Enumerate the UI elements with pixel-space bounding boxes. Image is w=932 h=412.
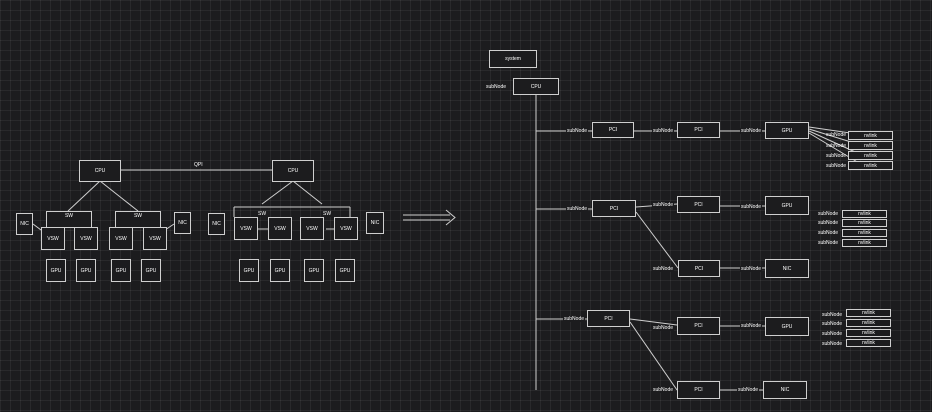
vsw-node: VSW [143,227,167,250]
cpu-node-left: CPU [79,160,121,182]
pci-node: PCI [678,260,720,277]
subnode-label: subNode [826,143,847,149]
nic-node: NIC [366,212,384,234]
nvlink-node: nvlink [846,319,891,327]
sw-node: SW [46,211,92,228]
nvlink-node: nvlink [846,329,891,337]
nvlink-node: nvlink [842,239,887,247]
vsw-node: VSW [41,227,65,250]
nvlink-node: nvlink [848,131,893,140]
cpu-node-right: CPU [272,160,314,182]
nic-node: NIC [763,381,807,399]
nic-node: NIC [16,213,33,235]
pci-node: PCI [677,122,720,138]
nic-node: NIC [174,212,191,234]
sw-node: SW [115,211,161,228]
gpu-node: GPU [111,259,131,282]
qpi-link-label: QPI [193,162,204,168]
nvlink-node: nvlink [842,229,887,237]
subnode-label: subNode [486,84,507,90]
pci-node: PCI [677,196,720,213]
subnode-label: subNode [818,240,839,246]
subnode-label: subNode [566,128,589,134]
subnode-label: subNode [826,163,847,169]
pci-node: PCI [592,200,636,217]
gpu-node: GPU [76,259,96,282]
nic-node: NIC [765,259,809,278]
subnode-label: subNode [740,128,763,134]
vsw-node: VSW [334,217,358,240]
subnode-label: subNode [818,211,839,217]
sw-node: SW [322,211,333,217]
subnode-label: subNode [740,204,763,210]
nvlink-node: nvlink [842,219,887,227]
nic-node: NIC [208,213,225,235]
nvlink-node: nvlink [848,161,893,170]
nvlink-node: nvlink [848,151,893,160]
nvlink-node: nvlink [848,141,893,150]
gpu-node: GPU [46,259,66,282]
subnode-label: subNode [740,266,763,272]
gpu-node: GPU [765,122,809,139]
subnode-label: subNode [652,387,675,393]
vsw-node: VSW [109,227,133,250]
system-node: system [489,50,537,68]
subnode-label: subNode [826,153,847,159]
nvlink-node: nvlink [846,309,891,317]
subnode-label: subNode [826,132,847,138]
sw-node: SW [257,211,268,217]
pci-node: PCI [587,310,630,327]
subnode-label: subNode [818,220,839,226]
gpu-node: GPU [141,259,161,282]
subnode-label: subNode [822,312,843,318]
gpu-node: GPU [239,259,259,282]
nvlink-node: nvlink [846,339,891,347]
subnode-label: subNode [737,387,760,393]
pci-node: PCI [592,122,634,138]
subnode-label: subNode [566,206,589,212]
vsw-node: VSW [300,217,324,240]
subnode-label: subNode [822,331,843,337]
subnode-label: subNode [652,202,675,208]
subnode-label: subNode [818,230,839,236]
subnode-label: subNode [563,316,586,322]
subnode-label: subNode [652,266,675,272]
vsw-node: VSW [74,227,98,250]
vsw-node: VSW [268,217,292,240]
pci-node: PCI [677,381,720,399]
gpu-node: GPU [765,196,809,215]
gpu-node: GPU [765,317,809,336]
subnode-label: subNode [652,128,675,134]
subnode-label: subNode [822,321,843,327]
subnode-label: subNode [652,325,675,331]
nvlink-node: nvlink [842,210,887,218]
cpu-node-root: CPU [513,78,559,95]
gpu-node: GPU [304,259,324,282]
subnode-label: subNode [822,341,843,347]
gpu-node: GPU [270,259,290,282]
vsw-node: VSW [234,217,258,240]
pci-node: PCI [677,317,720,335]
gpu-node: GPU [335,259,355,282]
subnode-label: subNode [740,323,763,329]
